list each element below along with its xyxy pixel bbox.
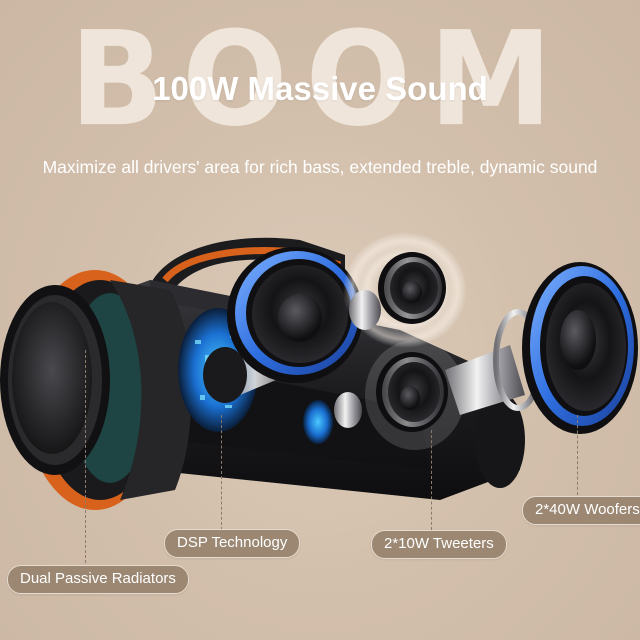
callout-woofers: 2*40W Woofers [522, 496, 640, 525]
callout-tweeters: 2*10W Tweeters [371, 530, 507, 559]
leader-line-woofers [577, 415, 578, 495]
leader-line-dsp [221, 415, 222, 530]
callout-dsp-technology: DSP Technology [164, 529, 301, 558]
background-word-boom: BOOM [69, 4, 571, 156]
subtitle: Maximize all drivers' area for rich bass… [42, 157, 598, 177]
leader-line-tweeters [431, 430, 432, 530]
callout-dual-passive-radiators: Dual Passive Radiators [7, 565, 189, 594]
headline: 100W Massive Sound [152, 70, 488, 107]
leader-line-passive-radiators [85, 350, 86, 568]
